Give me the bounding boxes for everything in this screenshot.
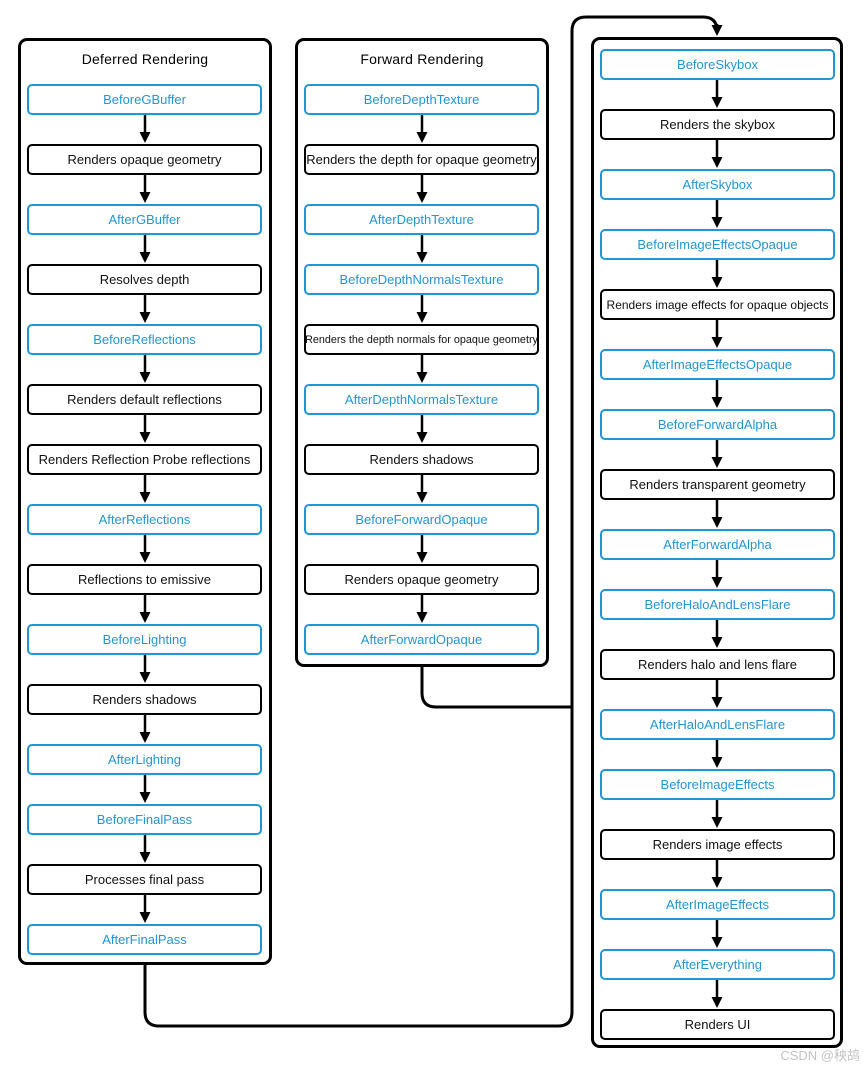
action-node: Resolves depth [27, 264, 262, 295]
event-node: AfterForwardOpaque [304, 624, 539, 655]
action-node: Processes final pass [27, 864, 262, 895]
event-node: AfterDepthTexture [304, 204, 539, 235]
column-title-deferred: Deferred Rendering [81, 51, 209, 67]
action-node: Renders default reflections [27, 384, 262, 415]
action-node: Renders shadows [304, 444, 539, 475]
action-node: Renders UI [600, 1009, 835, 1040]
event-node: BeforeGBuffer [27, 84, 262, 115]
event-node: AfterReflections [27, 504, 262, 535]
event-node: BeforeImageEffectsOpaque [600, 229, 835, 260]
action-node: Renders transparent geometry [600, 469, 835, 500]
action-node: Renders shadows [27, 684, 262, 715]
event-node: AfterHaloAndLensFlare [600, 709, 835, 740]
event-node: BeforeSkybox [600, 49, 835, 80]
event-node: BeforeLighting [27, 624, 262, 655]
event-node: AfterFinalPass [27, 924, 262, 955]
action-node: Renders the depth normals for opaque geo… [304, 324, 539, 355]
event-node: BeforeHaloAndLensFlare [600, 589, 835, 620]
action-node: Renders the depth for opaque geometry [304, 144, 539, 175]
event-node: BeforeDepthTexture [304, 84, 539, 115]
watermark: CSDN @秧鸪 [780, 1048, 860, 1063]
action-node: Renders the skybox [600, 109, 835, 140]
action-node: Renders image effects for opaque objects [600, 289, 835, 320]
action-node: Renders opaque geometry [304, 564, 539, 595]
action-node: Reflections to emissive [27, 564, 262, 595]
event-node: BeforeReflections [27, 324, 262, 355]
event-node: BeforeForwardAlpha [600, 409, 835, 440]
column-title-forward: Forward Rendering [360, 51, 484, 67]
event-node: AfterSkybox [600, 169, 835, 200]
action-node: Renders halo and lens flare [600, 649, 835, 680]
action-node: Renders image effects [600, 829, 835, 860]
event-node: BeforeForwardOpaque [304, 504, 539, 535]
event-node: AfterEverything [600, 949, 835, 980]
event-node: BeforeImageEffects [600, 769, 835, 800]
event-node: BeforeDepthNormalsTexture [304, 264, 539, 295]
event-node: AfterLighting [27, 744, 262, 775]
action-node: Renders opaque geometry [27, 144, 262, 175]
event-node: AfterImageEffectsOpaque [600, 349, 835, 380]
action-node: Renders Reflection Probe reflections [27, 444, 262, 475]
event-node: AfterGBuffer [27, 204, 262, 235]
event-node: BeforeFinalPass [27, 804, 262, 835]
event-node: AfterForwardAlpha [600, 529, 835, 560]
event-node: AfterDepthNormalsTexture [304, 384, 539, 415]
event-node: AfterImageEffects [600, 889, 835, 920]
